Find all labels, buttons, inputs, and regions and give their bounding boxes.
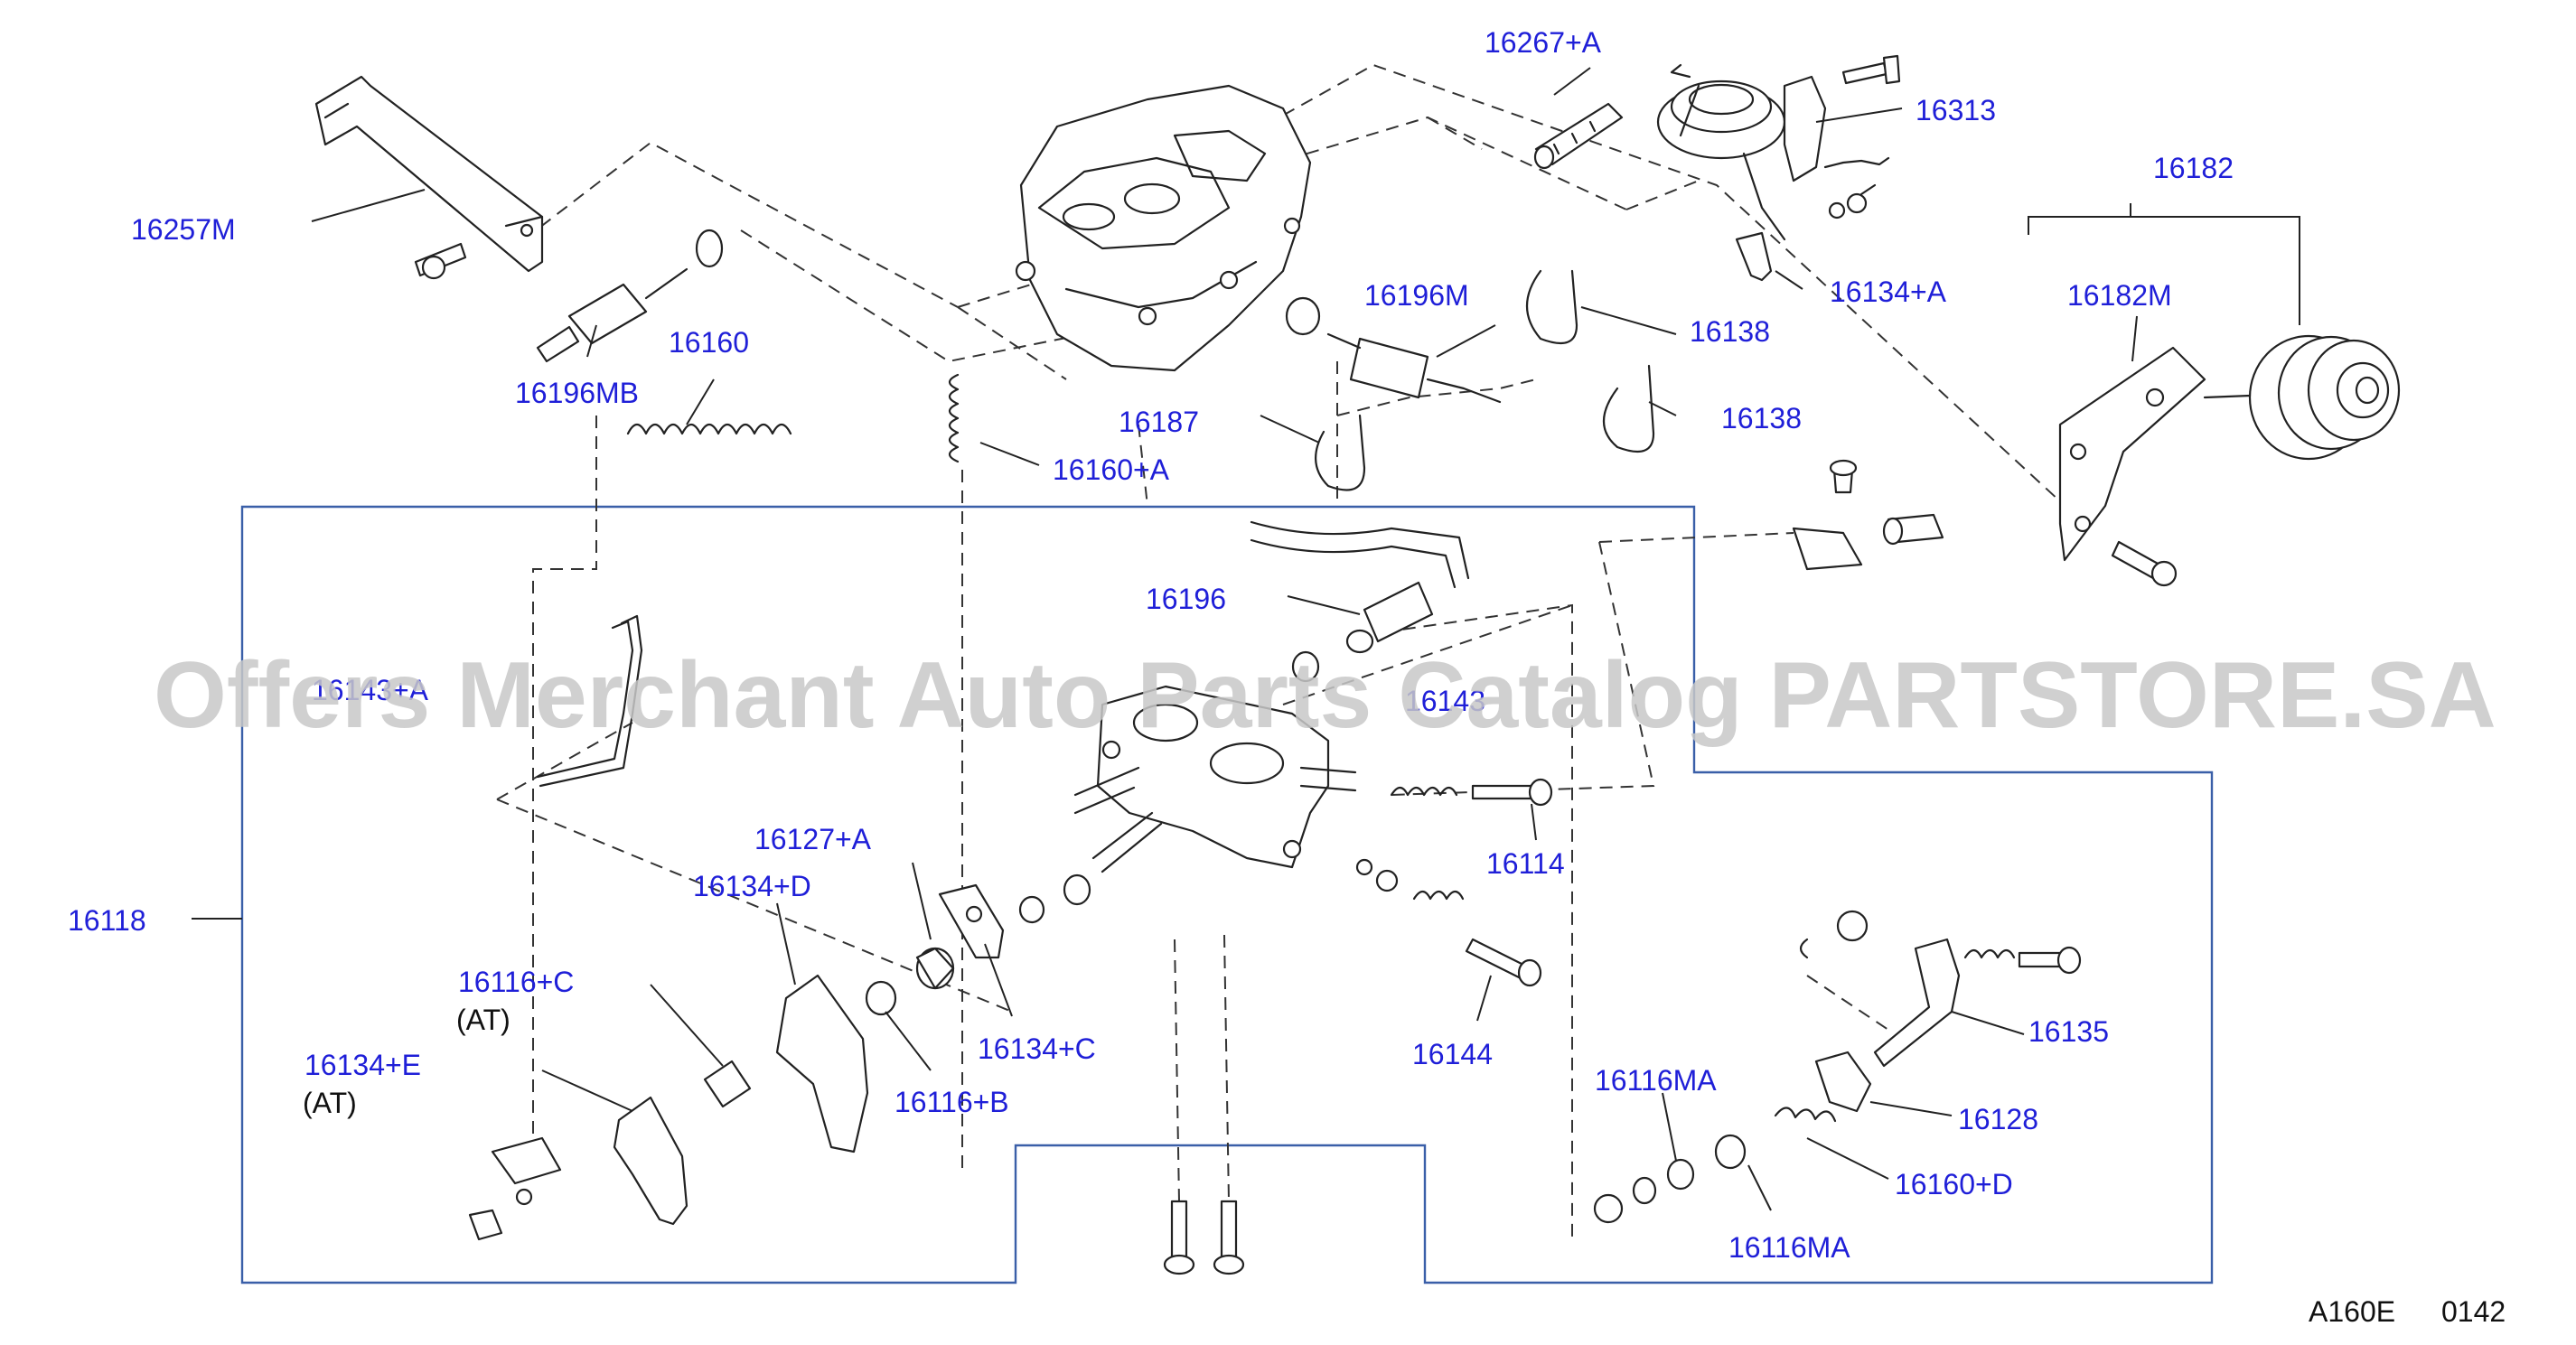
label-16187[interactable]: 16187 [1119, 406, 1199, 438]
label-16135[interactable]: 16135 [2028, 1015, 2109, 1048]
label-16134C[interactable]: 16134+C [978, 1032, 1096, 1065]
part-screw-16144 [1355, 858, 1542, 987]
part-hose-16267A [1533, 102, 1624, 170]
label-16160D[interactable]: 16160+D [1895, 1168, 2013, 1200]
label-16160A[interactable]: 16160+A [1053, 453, 1170, 486]
part-bracket-16257M [314, 75, 544, 280]
part-canister-16182 [2058, 334, 2401, 587]
group-box-16118 [240, 505, 2214, 1284]
part-solenoid-16196MB [536, 229, 724, 363]
part-carburetor-upper-body [1015, 84, 1312, 372]
part-solenoid-16196 [1250, 520, 1470, 683]
label-16138-upper[interactable]: 16138 [1690, 315, 1770, 348]
label-16182M[interactable]: 16182M [2067, 279, 2172, 312]
label-16143A[interactable]: 16143+A [312, 674, 429, 706]
diagram-sheet: 0142 [2441, 1295, 2506, 1328]
label-16160[interactable]: 16160 [669, 326, 749, 359]
part-lever-16134C [938, 873, 1091, 959]
part-clamp-16187 [1315, 414, 1366, 491]
leader-lines [311, 67, 2300, 1211]
label-16118[interactable]: 16118 [68, 904, 146, 937]
part-screw-16114 [1471, 778, 1553, 807]
part-carburetor-lower-body [1073, 685, 1357, 873]
part-spring-16160A [948, 373, 960, 463]
label-16257M[interactable]: 16257M [131, 213, 236, 246]
part-rod-16143A [536, 614, 643, 788]
watermark: Offers Merchant Auto Parts Catalog PARTS… [154, 643, 2496, 748]
label-16196[interactable]: 16196 [1146, 583, 1226, 615]
label-16196M[interactable]: 16196M [1364, 279, 1469, 312]
label-16196MB[interactable]: 16196MB [515, 377, 639, 409]
part-collar-16116C [703, 1060, 752, 1108]
label-16138-lower[interactable]: 16138 [1721, 402, 1802, 434]
part-lever-16135 [1799, 910, 2082, 1068]
label-16116MA-upper[interactable]: 16116MA [1595, 1064, 1717, 1097]
part-spring-16160 [626, 423, 792, 435]
part-clamp-16138b [1602, 364, 1655, 453]
label-16114[interactable]: 16114 [1486, 847, 1565, 880]
label-16116B[interactable]: 16116+B [895, 1086, 1009, 1118]
label-16134A[interactable]: 16134+A [1830, 276, 1947, 308]
part-clamp-16138a [1525, 269, 1578, 345]
label-16182[interactable]: 16182 [2153, 152, 2234, 184]
label-16116MA-lower[interactable]: 16116MA [1728, 1231, 1850, 1264]
part-bracket-16128 [1593, 1051, 1872, 1224]
label-16313[interactable]: 16313 [1916, 94, 1996, 126]
part-spring-16143 [1390, 786, 1458, 797]
part-bracket-16134A [1735, 231, 1773, 282]
part-solenoid-16196M [1285, 296, 1502, 404]
part-vacuum-unit-16313 [1656, 54, 1901, 241]
label-16128[interactable]: 16128 [1958, 1103, 2038, 1135]
label-16127A[interactable]: 16127+A [754, 823, 872, 855]
label-16134E-note: (AT) [303, 1087, 357, 1119]
part-lever-16134E [613, 1096, 688, 1226]
label-16116C[interactable]: 16116+C [458, 966, 574, 998]
assembly-lines [496, 63, 2061, 1242]
part-bracket-connector [1792, 459, 1944, 571]
part-collar-16116B [865, 980, 897, 1016]
part-lever-16134D [775, 974, 869, 1154]
label-16267A[interactable]: 16267+A [1485, 26, 1602, 59]
label-16134E[interactable]: 16134+E [304, 1049, 421, 1081]
part-collar-16127A [915, 947, 955, 990]
label-16143[interactable]: 16143 [1405, 685, 1485, 717]
part-nut-bracket-lower-left [468, 1136, 562, 1241]
diagram-code: A160E [2309, 1295, 2395, 1328]
part-bolts-bottom [1163, 1200, 1245, 1275]
label-16116C-note: (AT) [456, 1004, 511, 1036]
label-16134D[interactable]: 16134+D [693, 870, 811, 902]
label-16144[interactable]: 16144 [1412, 1038, 1493, 1070]
